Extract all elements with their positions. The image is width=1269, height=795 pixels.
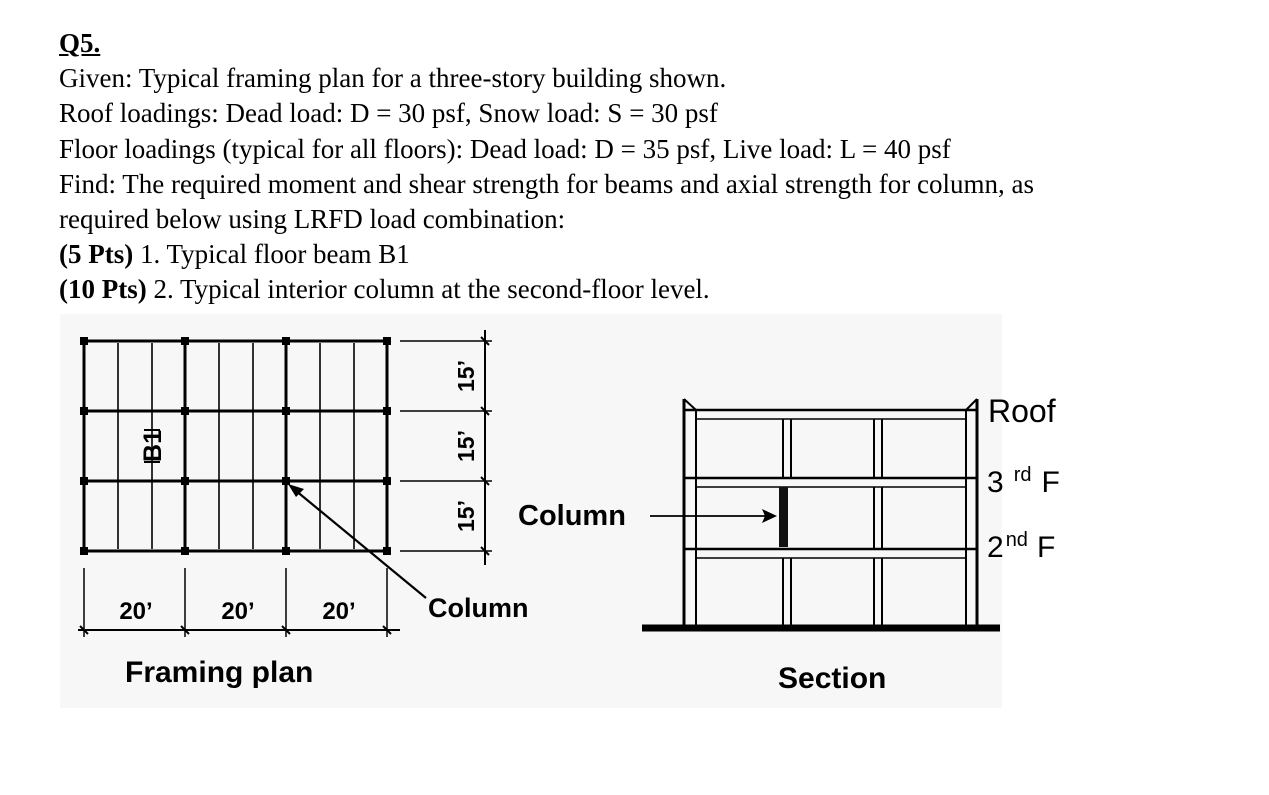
beam-label-b1: B1 (139, 430, 167, 462)
third-floor-label: 3 rd F (987, 464, 1060, 499)
task-points-2: (10 Pts) (59, 274, 147, 305)
bay-width-3: 20’ (322, 598, 355, 625)
task-text-2: 2. Typical interior column at the second… (146, 274, 710, 305)
roof-label: Roof (988, 393, 1056, 429)
find-line-2: required below using LRFD load combinati… (59, 204, 566, 235)
task-text-1: 1. Typical floor beam B1 (133, 239, 410, 270)
bay-depth-1: 15’ (453, 360, 479, 392)
bay-depth-3: 15’ (453, 500, 479, 532)
section-view (642, 398, 1000, 632)
framing-plan-caption: Framing plan (125, 656, 313, 689)
figure-background (60, 314, 1002, 708)
filler-beams (117, 343, 355, 549)
bay-width-2: 20’ (221, 598, 254, 625)
second-floor-superscript: nd (1006, 529, 1028, 551)
bay-depth-2: 15’ (453, 430, 479, 462)
plan-arrowhead (288, 484, 304, 497)
third-floor-suffix: F (1041, 466, 1059, 499)
third-floor-superscript: rd (1014, 464, 1032, 486)
framing-plan (78, 330, 492, 637)
task-item-2: (10 Pts) 2. Typical interior column at t… (59, 272, 1239, 307)
task-item-1: (5 Pts) 1. Typical floor beam B1 (59, 237, 1239, 272)
highlighted-column (779, 487, 788, 547)
roof-loadings-line: Roof loadings: Dead load: D = 30 psf, Sn… (59, 98, 718, 129)
plan-columns (80, 337, 391, 555)
plan-column-leader (294, 489, 427, 599)
section-column-label: Column (518, 500, 626, 532)
given-line: Given: Typical framing plan for a three-… (59, 63, 727, 94)
find-line-1: Find: The required moment and shear stre… (59, 168, 1034, 199)
question-number: Q5. (59, 28, 101, 58)
second-floor-number: 2 (987, 531, 1004, 564)
second-floor-suffix: F (1037, 531, 1055, 564)
floor-loadings-line: Floor loadings (typical for all floors):… (59, 133, 951, 164)
section-caption: Section (778, 662, 886, 695)
plan-column-label: Column (428, 593, 529, 623)
bay-width-1: 20’ (119, 598, 152, 625)
third-floor-number: 3 (987, 466, 1004, 499)
task-points-1: (5 Pts) (59, 239, 134, 270)
section-arrowhead (762, 509, 777, 523)
question-text: Q5. Given: Typical framing plan for a th… (59, 26, 1239, 308)
